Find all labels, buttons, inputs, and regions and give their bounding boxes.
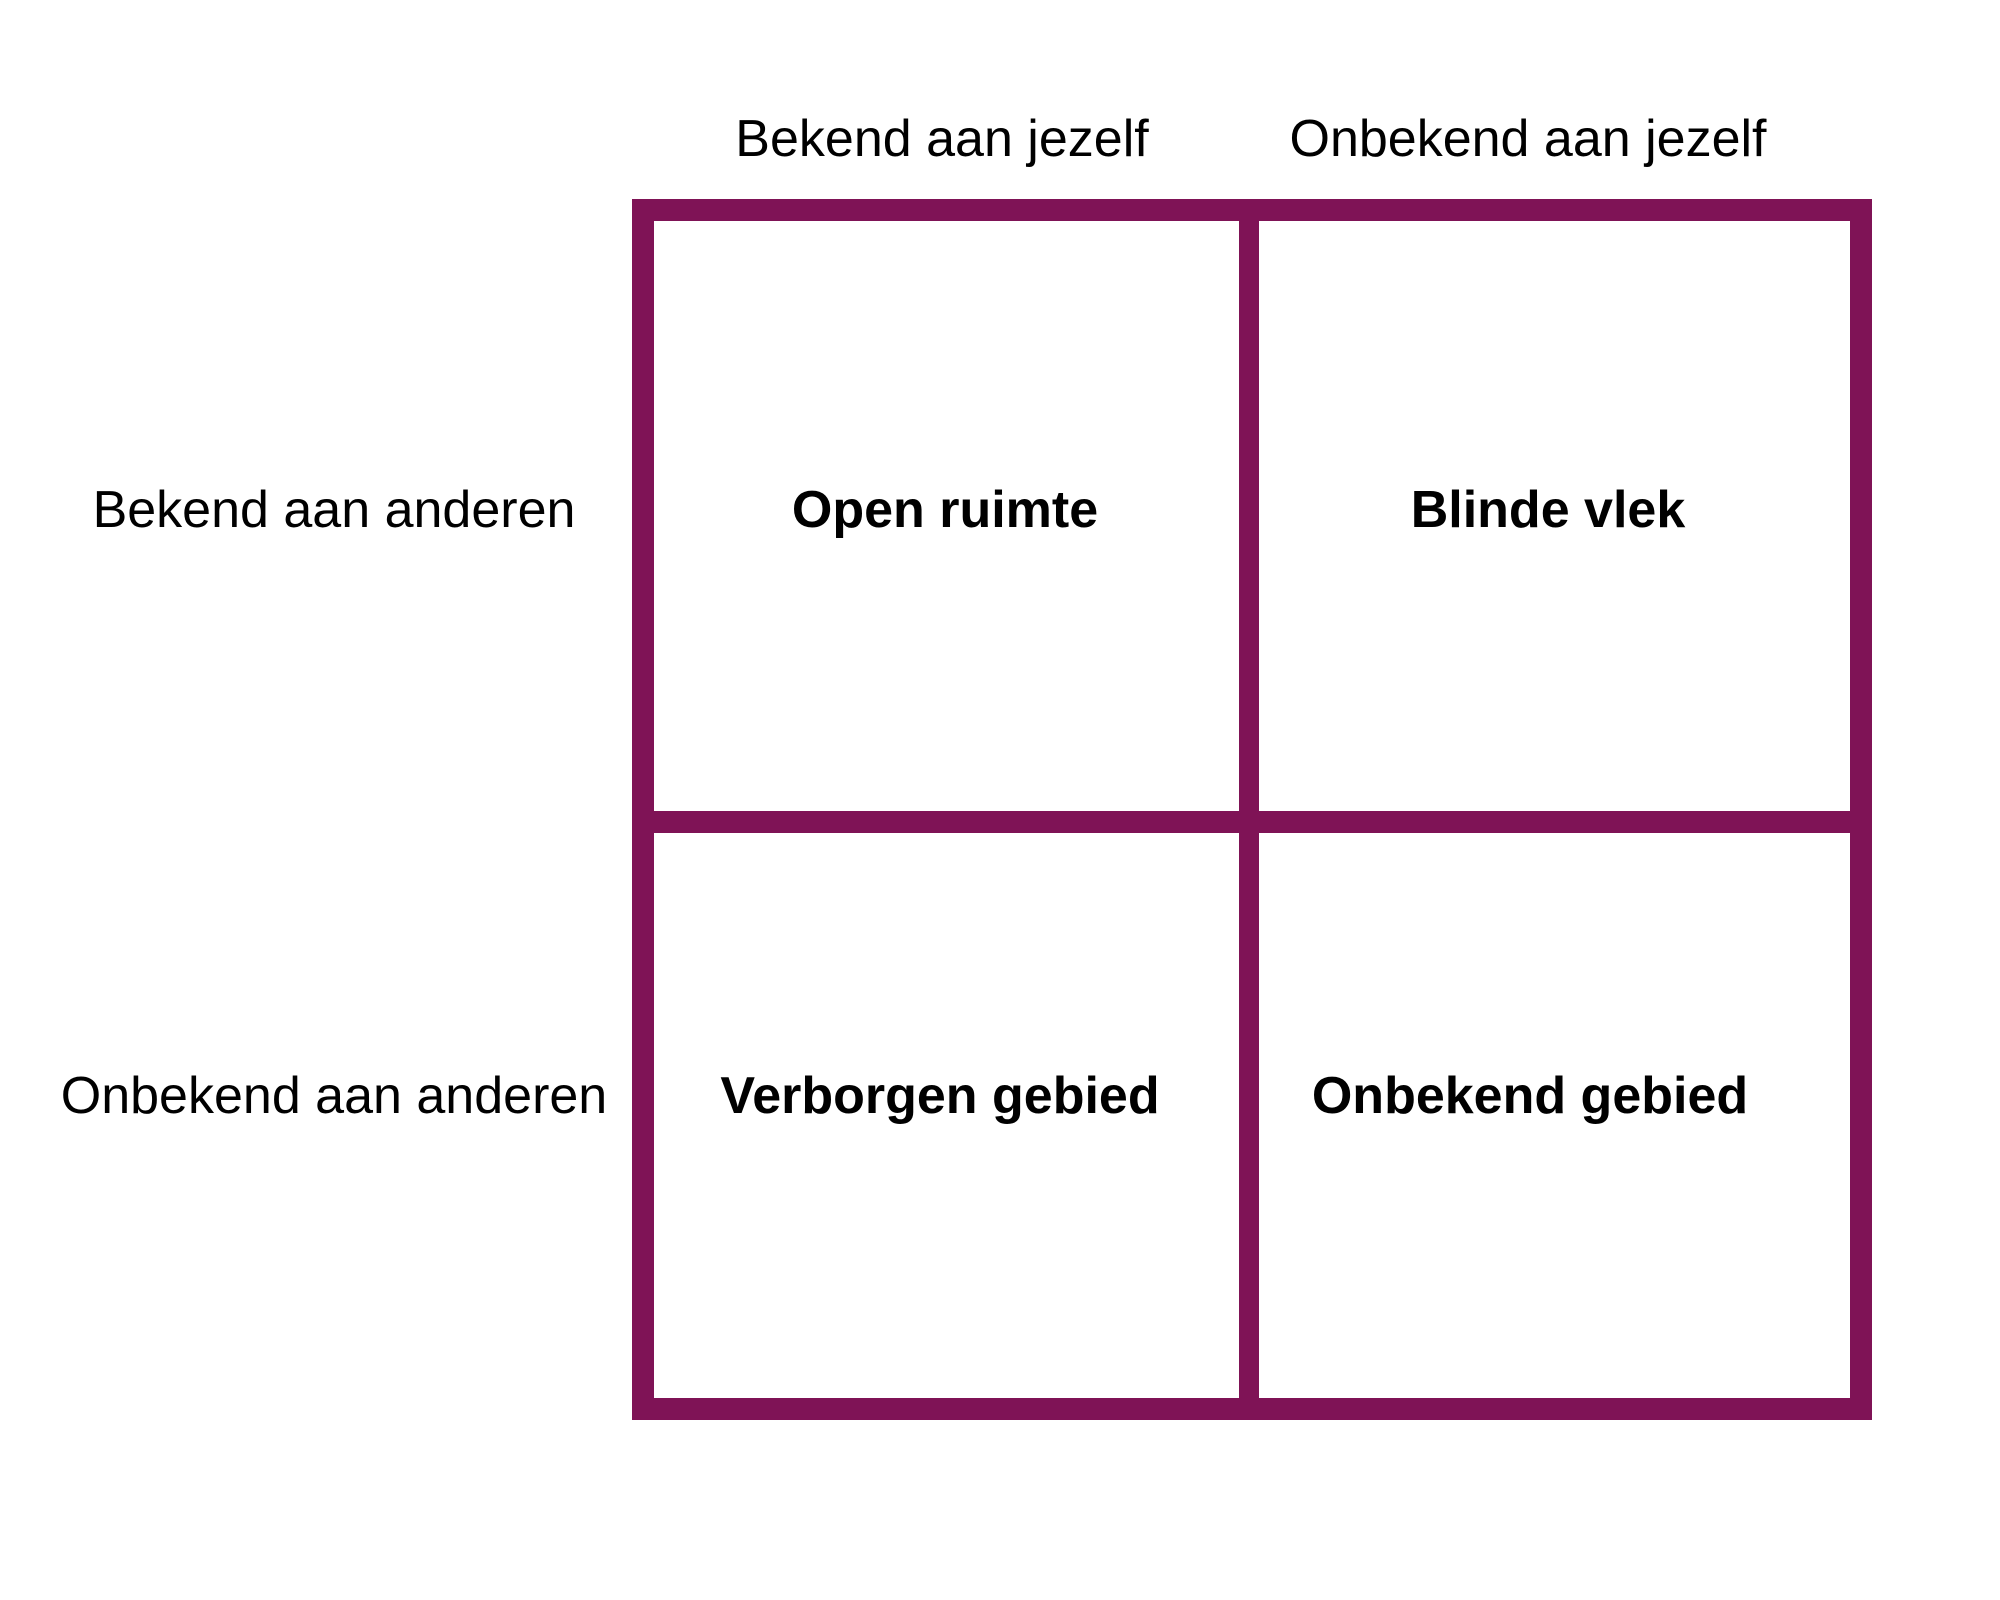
column-header-unknown-to-self: Onbekend aan jezelf xyxy=(1289,110,1767,168)
row-header-unknown-to-others: Onbekend aan anderen xyxy=(60,1067,608,1125)
grid-line-middle-vertical xyxy=(1239,210,1259,1410)
column-header-known-to-self: Bekend aan jezelf xyxy=(735,110,1149,168)
row-header-known-to-others: Bekend aan anderen xyxy=(92,481,576,539)
quadrant-open-area-label: Open ruimte xyxy=(791,481,1099,539)
grid-line-right xyxy=(1850,199,1872,1420)
quadrant-blind-spot-label: Blinde vlek xyxy=(1410,481,1686,539)
quadrant-unknown-area-label: Onbekend gebied xyxy=(1311,1067,1749,1125)
grid-line-left xyxy=(632,199,654,1420)
quadrant-hidden-area-label: Verborgen gebied xyxy=(720,1067,1160,1125)
